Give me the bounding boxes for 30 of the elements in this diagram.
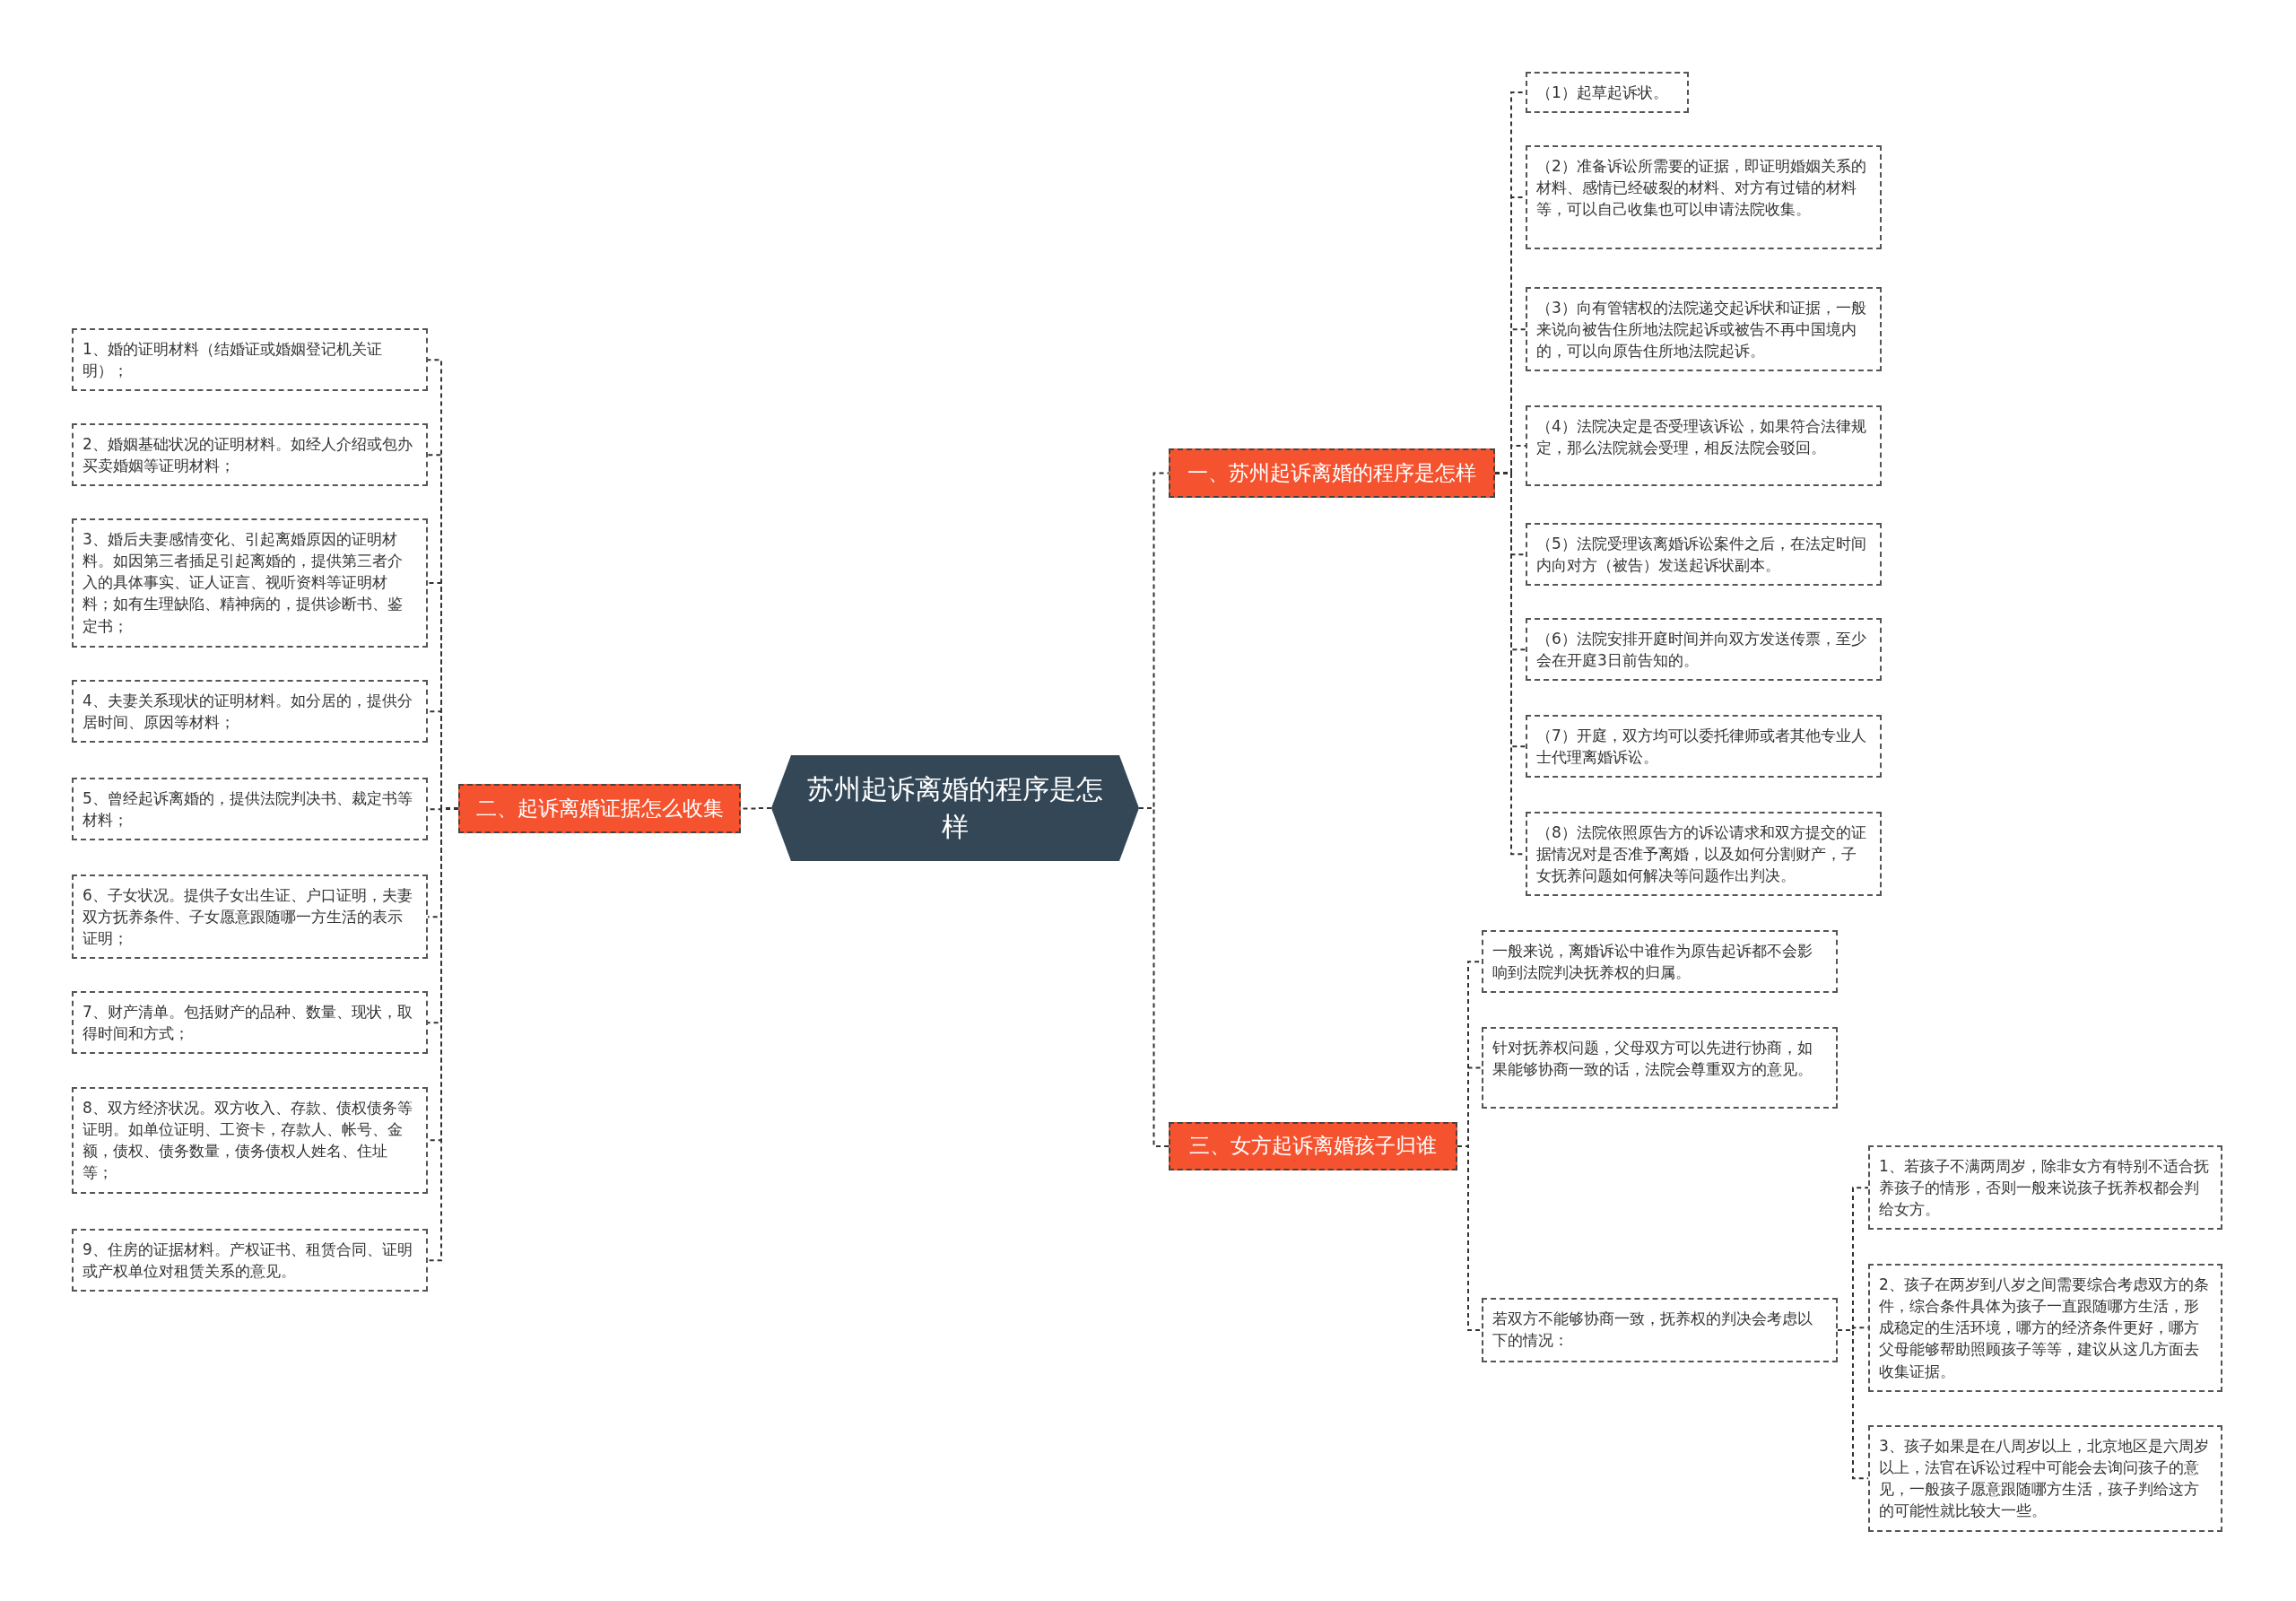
subtopic-box: （3）向有管辖权的法院递交起诉状和证据，一般来说向被告住所地法院起诉或被告不再中国境内的，可以向原告住所地法院起诉。: [1526, 287, 1882, 372]
subtopic-box: （4）法院决定是否受理该诉讼，如果符合法律规定，那么法院就会受理，相反法院会驳回。: [1526, 405, 1882, 486]
central-topic-text: 苏州起诉离婚的程序是怎样: [807, 772, 1103, 844]
connector-line: [1457, 1145, 1483, 1331]
subtopic-box: 5、曾经起诉离婚的，提供法院判决书、裁定书等材料；: [72, 778, 428, 841]
connector-line: [1837, 1329, 1869, 1480]
subtopic-box: （8）法院依照原告方的诉讼请求和双方提交的证据情况对是否准予离婚，以及如何分割财产，子女抚养问题如何解决等问题作出判决。: [1526, 812, 1882, 897]
subtopic-box: 2、孩子在两岁到八岁之间需要综合考虑双方的条件，综合条件具体为孩子一直跟随哪方生活，形成稳定的生活环境，哪方的经济条件更好，哪方父母能够帮助照顾孩子等等，建议从这几方面去收集证据。: [1868, 1264, 2222, 1392]
subtopic-box: （5）法院受理该离婚诉讼案件之后，在法定时间内向对方（被告）发送起诉状副本。: [1526, 523, 1882, 587]
subtopic-box: 1、婚的证明材料（结婚证或婚姻登记机关证明）；: [72, 328, 428, 392]
branch-topic: 三、女方起诉离婚孩子归谁: [1169, 1122, 1457, 1170]
branch-topic: 一、苏州起诉离婚的程序是怎样: [1169, 448, 1495, 498]
central-topic-hexagon: [771, 755, 1139, 861]
subtopic-box: 一般来说，离婚诉讼中谁作为原告起诉都不会影响到法院判决抚养权的归属。: [1482, 930, 1838, 994]
subtopic-box: 若双方不能够协商一致，抚养权的判决会考虑以下的情况：: [1482, 1298, 1838, 1362]
subtopic-box: （1）起草起诉状。: [1526, 72, 1689, 114]
subtopic-box: 1、若孩子不满两周岁，除非女方有特别不适合抚养孩子的情形，否则一般来说孩子抚养权都会判给女方。: [1868, 1145, 2222, 1231]
subtopic-box: （6）法院安排开庭时间并向双方发送传票，至少会在开庭3日前告知的。: [1526, 618, 1882, 682]
subtopic-box: 3、孩子如果是在八周岁以上，北京地区是六周岁以上，法官在诉讼过程中可能会去询问孩子的意见，一般孩子愿意跟随哪方生活，孩子判给这方的可能性就比较大一些。: [1868, 1425, 2222, 1532]
subtopic-box: 针对抚养权问题，父母双方可以先进行协商，如果能够协商一致的话，法院会尊重双方的意见。: [1482, 1027, 1838, 1109]
subtopic-box: 7、财产清单。包括财产的品种、数量、现状，取得时间和方式；: [72, 991, 428, 1055]
subtopic-box: （2）准备诉讼所需要的证据，即证明婚姻关系的材料、感情已经破裂的材料、对方有过错的材料等，可以自己收集也可以申请法院收集。: [1526, 145, 1882, 249]
subtopic-box: 2、婚姻基础状况的证明材料。如经人介绍或包办买卖婚姻等证明材料；: [72, 423, 428, 487]
subtopic-box: 4、夫妻关系现状的证明材料。如分居的，提供分居时间、原因等材料；: [72, 680, 428, 744]
subtopic-box: 9、住房的证据材料。产权证书、租赁合同、证明或产权单位对租赁关系的意见。: [72, 1229, 428, 1292]
subtopic-box: （7）开庭，双方均可以委托律师或者其他专业人士代理离婚诉讼。: [1526, 715, 1882, 779]
subtopic-box: 3、婚后夫妻感情变化、引起离婚原因的证明材料。如因第三者插足引起离婚的，提供第三者介入的具体事实、证人证言、视听资料等证明材料；如有生理缺陷、精神病的，提供诊断书、鉴定书；: [72, 518, 428, 648]
subtopic-box: 8、双方经济状况。双方收入、存款、债权债务等证明。如单位证明、工资卡，存款人、帐号、金额，债权、债务数量，债务债权人姓名、住址等；: [72, 1087, 428, 1194]
subtopic-box: 6、子女状况。提供子女出生证、户口证明，夫妻双方抚养条件、子女愿意跟随哪一方生活的表示证明；: [72, 874, 428, 960]
branch-topic: 二、起诉离婚证据怎么收集: [458, 784, 741, 833]
